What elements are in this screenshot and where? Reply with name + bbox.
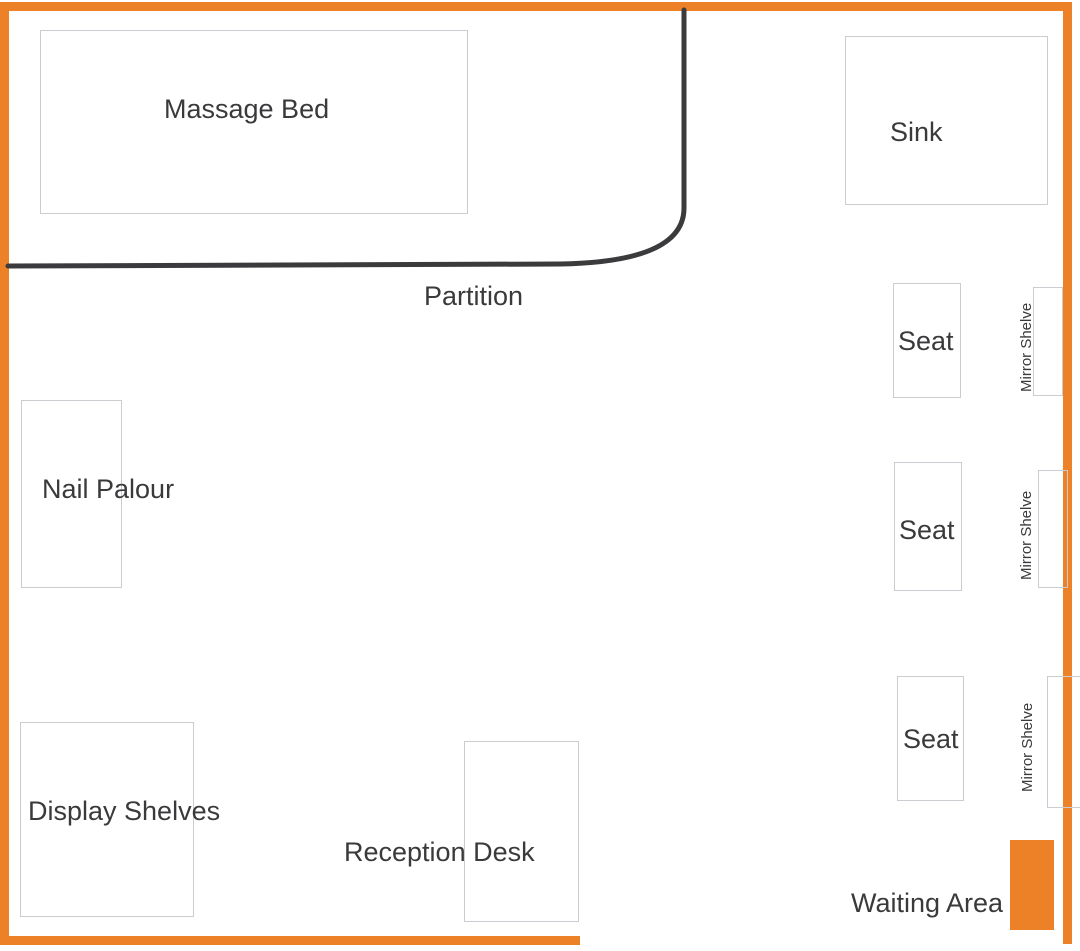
display-shelves-shape[interactable] [20, 722, 194, 917]
seat-shape-1[interactable] [893, 283, 961, 398]
reception-desk-label: Reception Desk [344, 837, 535, 867]
massage-bed-label: Massage Bed [164, 94, 330, 124]
seat-label-3: Seat [903, 724, 959, 754]
seat-label-1: Seat [898, 326, 954, 356]
waiting-area-shape[interactable] [1010, 840, 1054, 930]
seat-label-2: Seat [899, 515, 955, 545]
mirror-shelve-shape-1[interactable] [1033, 287, 1063, 396]
nail-palour-shape[interactable] [21, 400, 122, 588]
sink-label: Sink [890, 117, 943, 147]
partition-label: Partition [424, 281, 524, 311]
wall-left [0, 2, 9, 944]
mirror-shelve-shape-3[interactable] [1047, 676, 1080, 808]
mirror-shelve-label-2: Mirror Shelve [1018, 490, 1035, 580]
seat-shape-3[interactable] [897, 676, 964, 801]
mirror-shelve-shape-2[interactable] [1038, 470, 1068, 588]
seat-shape-2[interactable] [894, 462, 962, 591]
mirror-shelve-label-1: Mirror Shelve [1018, 302, 1035, 392]
waiting-area-label: Waiting Area [851, 888, 1004, 918]
wall-bottom [0, 936, 580, 945]
nail-palour-label: Nail Palour [42, 474, 175, 504]
sink-shape[interactable] [845, 36, 1048, 205]
display-shelves-label: Display Shelves [28, 796, 221, 826]
wall-top [0, 2, 1072, 11]
reception-desk-shape[interactable] [464, 741, 579, 922]
mirror-shelve-label-3: Mirror Shelve [1019, 702, 1036, 792]
